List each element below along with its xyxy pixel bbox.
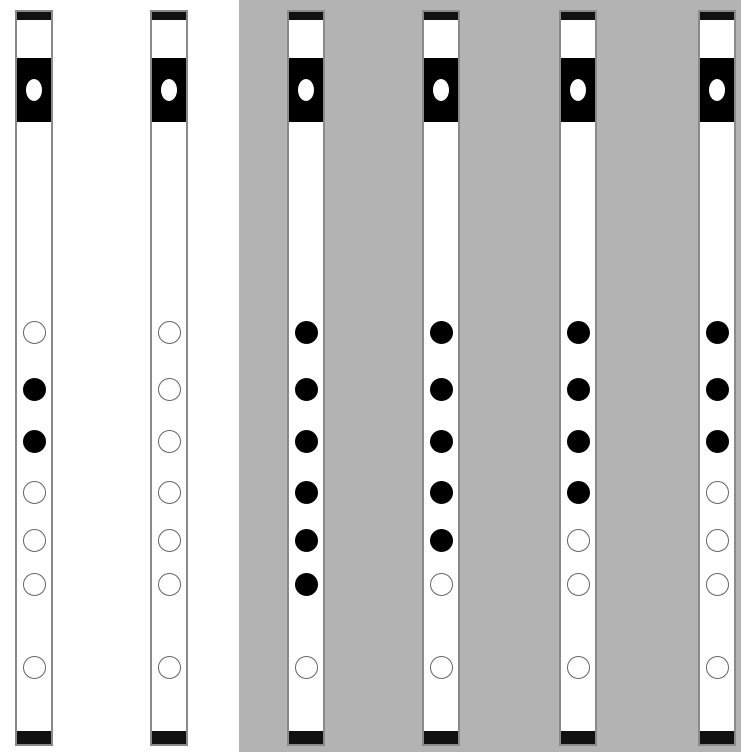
open-finger-hole-4 xyxy=(23,481,46,504)
mouthpiece-band xyxy=(424,58,458,122)
embouchure-hole xyxy=(570,79,586,101)
open-finger-hole-4 xyxy=(706,481,729,504)
embouchure-hole xyxy=(298,79,314,101)
closed-finger-hole-6 xyxy=(295,573,318,596)
mouthpiece-band xyxy=(700,58,734,122)
flute-bottom-cap xyxy=(424,731,458,744)
flute-bottom-cap xyxy=(700,731,734,744)
open-finger-hole-4 xyxy=(158,481,181,504)
open-finger-hole-6 xyxy=(430,573,453,596)
embouchure-hole xyxy=(161,79,177,101)
flute-diagram-1 xyxy=(15,10,53,746)
flute-diagram-4 xyxy=(422,10,460,746)
closed-finger-hole-1 xyxy=(706,321,729,344)
flute-bottom-cap xyxy=(289,731,323,744)
closed-finger-hole-5 xyxy=(430,529,453,552)
closed-finger-hole-2 xyxy=(706,378,729,401)
open-finger-hole-7 xyxy=(706,656,729,679)
closed-finger-hole-3 xyxy=(706,430,729,453)
embouchure-hole xyxy=(26,79,42,101)
flute-diagram-6 xyxy=(698,10,736,746)
flute-bottom-cap xyxy=(152,731,186,744)
mouthpiece-band xyxy=(289,58,323,122)
flute-top-cap xyxy=(700,12,734,20)
open-finger-hole-7 xyxy=(567,656,590,679)
closed-finger-hole-5 xyxy=(295,529,318,552)
flute-diagram-5 xyxy=(559,10,597,746)
open-finger-hole-5 xyxy=(567,529,590,552)
open-finger-hole-6 xyxy=(23,573,46,596)
closed-finger-hole-3 xyxy=(23,430,46,453)
flute-diagram-3 xyxy=(287,10,325,746)
open-finger-hole-6 xyxy=(706,573,729,596)
open-finger-hole-6 xyxy=(567,573,590,596)
closed-finger-hole-3 xyxy=(295,430,318,453)
closed-finger-hole-4 xyxy=(567,481,590,504)
mouthpiece-band xyxy=(17,58,51,122)
flute-diagram-2 xyxy=(150,10,188,746)
open-finger-hole-1 xyxy=(158,321,181,344)
open-finger-hole-2 xyxy=(158,378,181,401)
open-finger-hole-5 xyxy=(706,529,729,552)
open-finger-hole-7 xyxy=(430,656,453,679)
flute-top-cap xyxy=(152,12,186,20)
open-finger-hole-3 xyxy=(158,430,181,453)
closed-finger-hole-2 xyxy=(23,378,46,401)
embouchure-hole xyxy=(433,79,449,101)
flute-top-cap xyxy=(17,12,51,20)
flute-bottom-cap xyxy=(17,731,51,744)
closed-finger-hole-1 xyxy=(295,321,318,344)
open-finger-hole-5 xyxy=(23,529,46,552)
open-finger-hole-5 xyxy=(158,529,181,552)
open-finger-hole-6 xyxy=(158,573,181,596)
closed-finger-hole-4 xyxy=(295,481,318,504)
flute-top-cap xyxy=(561,12,595,20)
flute-top-cap xyxy=(289,12,323,20)
closed-finger-hole-2 xyxy=(295,378,318,401)
mouthpiece-band xyxy=(561,58,595,122)
embouchure-hole xyxy=(709,79,725,101)
closed-finger-hole-2 xyxy=(430,378,453,401)
closed-finger-hole-1 xyxy=(567,321,590,344)
closed-finger-hole-2 xyxy=(567,378,590,401)
open-finger-hole-7 xyxy=(158,656,181,679)
flute-top-cap xyxy=(424,12,458,20)
closed-finger-hole-4 xyxy=(430,481,453,504)
open-finger-hole-7 xyxy=(23,656,46,679)
open-finger-hole-1 xyxy=(23,321,46,344)
open-finger-hole-7 xyxy=(295,656,318,679)
mouthpiece-band xyxy=(152,58,186,122)
flute-bottom-cap xyxy=(561,731,595,744)
closed-finger-hole-3 xyxy=(430,430,453,453)
closed-finger-hole-1 xyxy=(430,321,453,344)
closed-finger-hole-3 xyxy=(567,430,590,453)
